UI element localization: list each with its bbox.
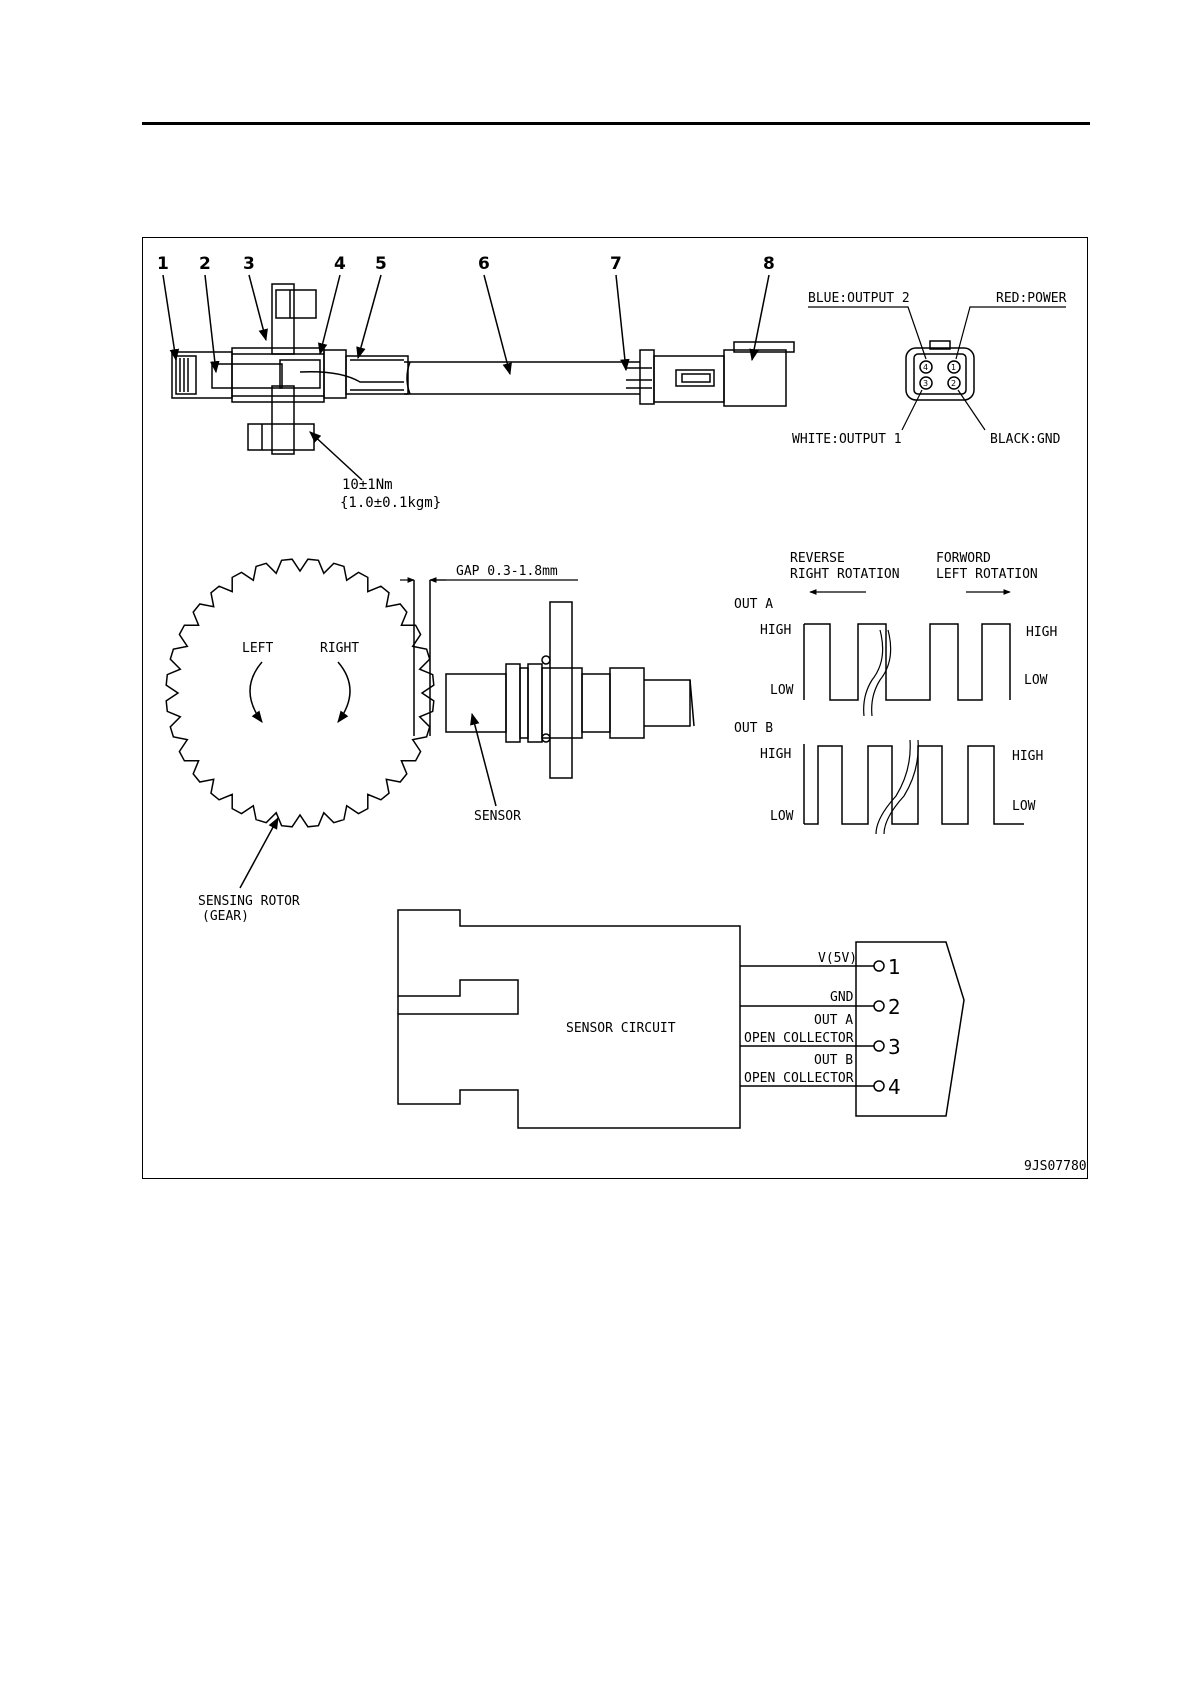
out-a-high-left: HIGH [760, 623, 791, 638]
out-b-low-right: LOW [1012, 799, 1036, 814]
wire-outb-label: OUT B [814, 1053, 853, 1068]
out-b-waveform [803, 744, 1024, 825]
rotation-arrows [249, 661, 351, 723]
torque-value-kgm: {1.0±0.1kgm} [340, 495, 441, 511]
callout-5: 5 [375, 254, 387, 274]
out-a-break [863, 629, 892, 717]
rotor-left-label: LEFT [242, 641, 273, 656]
terminal-4: 4 [888, 1075, 901, 1099]
out-b-high-left: HIGH [760, 747, 791, 762]
out-b-label: OUT B [734, 721, 773, 736]
out-a-high-right: HIGH [1026, 625, 1057, 640]
label-white-output1: WHITE:OUTPUT 1 [792, 432, 902, 447]
circuit-title: SENSOR CIRCUIT [566, 1021, 676, 1036]
rotor-label-gear: (GEAR) [202, 909, 249, 924]
torque-value: 10±1Nm [342, 477, 393, 493]
sensor-leader [470, 712, 497, 807]
callout-8: 8 [763, 254, 775, 274]
callout-2: 2 [199, 254, 211, 274]
wire-outa-label: OUT A [814, 1013, 853, 1028]
figure-frame [142, 237, 1088, 1179]
pin-3: 3 [923, 379, 928, 388]
forward-rotation-label: LEFT ROTATION [936, 567, 1038, 582]
wire-gnd-label: GND [830, 990, 854, 1005]
callout-7: 7 [610, 254, 622, 274]
sensor-side-view [413, 580, 695, 779]
rotor-leader [239, 816, 279, 889]
wire-outb-oc-label: OPEN COLLECTOR [744, 1071, 854, 1086]
sensor-label: SENSOR [474, 809, 521, 824]
label-blue-output2: BLUE:OUTPUT 2 [808, 291, 910, 306]
rotor-label: SENSING ROTOR [198, 894, 300, 909]
gap-label: GAP 0.3-1.8mm [456, 564, 558, 579]
callout-3: 3 [243, 254, 255, 274]
wire-v5-label: V(5V) [818, 951, 857, 966]
header-rule [142, 122, 1090, 125]
wire-outa-oc-label: OPEN COLLECTOR [744, 1031, 854, 1046]
out-b-break [875, 739, 919, 835]
callout-1: 1 [157, 254, 169, 274]
callout-numbers: 1 2 3 4 5 6 7 8 [157, 254, 775, 274]
reverse-label: REVERSE [790, 551, 845, 566]
sensing-rotor-gear [165, 558, 435, 828]
label-red-power: RED:POWER [996, 291, 1067, 306]
callout-leaders [162, 274, 770, 481]
terminal-3: 3 [888, 1035, 901, 1059]
figure-id: 9JS07780 [1024, 1159, 1087, 1174]
sensor-assembly [171, 283, 795, 455]
pin-2: 2 [951, 379, 956, 388]
forward-label: FORWORD [936, 551, 991, 566]
out-b-high-right: HIGH [1012, 749, 1043, 764]
sensor-circuit-block [397, 909, 965, 1129]
callout-4: 4 [334, 254, 346, 274]
out-b-low-left: LOW [770, 809, 794, 824]
callout-6: 6 [478, 254, 490, 274]
out-a-low-right: LOW [1024, 673, 1048, 688]
out-a-label: OUT A [734, 597, 773, 612]
circuit-wires [740, 960, 885, 1092]
gear-teeth [165, 558, 435, 828]
reverse-rotation-label: RIGHT ROTATION [790, 567, 900, 582]
connector-face [905, 340, 975, 401]
terminal-1: 1 [888, 955, 901, 979]
rotor-right-label: RIGHT [320, 641, 359, 656]
out-a-low-left: LOW [770, 683, 794, 698]
pin-1: 1 [951, 363, 956, 372]
terminal-2: 2 [888, 995, 901, 1019]
connector-leaders [808, 306, 1066, 431]
out-a-waveform [803, 623, 1011, 701]
label-black-gnd: BLACK:GND [990, 432, 1061, 447]
pin-4: 4 [923, 363, 928, 372]
